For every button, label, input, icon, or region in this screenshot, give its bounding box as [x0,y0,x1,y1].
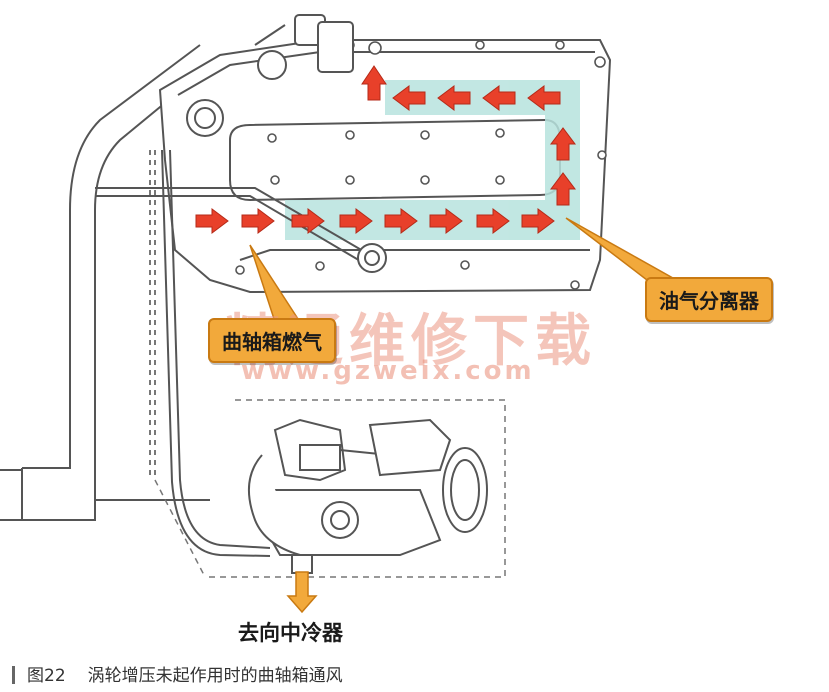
turbocharger [247,418,488,574]
flow-arrow-up [550,172,576,206]
flow-arrow-right [476,208,510,234]
breather-fittings [254,14,354,80]
flow-arrow-left [527,85,561,111]
flow-arrow-right [384,208,418,234]
flow-arrow-exit [361,65,387,101]
flow-arrow-left [482,85,516,111]
breather-pipe [95,187,387,273]
breather-hose [161,149,271,557]
flow-arrow-right [241,208,275,234]
flow-arrow-right [429,208,463,234]
figure-title: 涡轮增压未起作用时的曲轴箱通风 [87,666,343,686]
caption-bar [12,666,15,684]
flow-arrow-left [392,85,426,111]
flow-arrow-right [521,208,555,234]
flow-arrow-right [195,208,229,234]
figure-number: 图22 [27,666,66,686]
flow-arrow-right [291,208,325,234]
flow-arrow-up [550,127,576,161]
engine-frame [0,44,210,521]
turbocharger-region [154,399,506,578]
crankcase-gas-label: 曲轴箱燃气 [208,318,336,363]
flow-arrow-right [339,208,373,234]
intercooler-arrow [286,571,318,614]
intercooler-label: 去向中冷器 [238,621,343,645]
figure-caption: 图22 涡轮增压未起作用时的曲轴箱通风 [12,661,343,686]
flow-arrow-left [437,85,471,111]
flow-arrows [195,65,576,234]
oil-separator-label: 油气分离器 [645,277,773,322]
